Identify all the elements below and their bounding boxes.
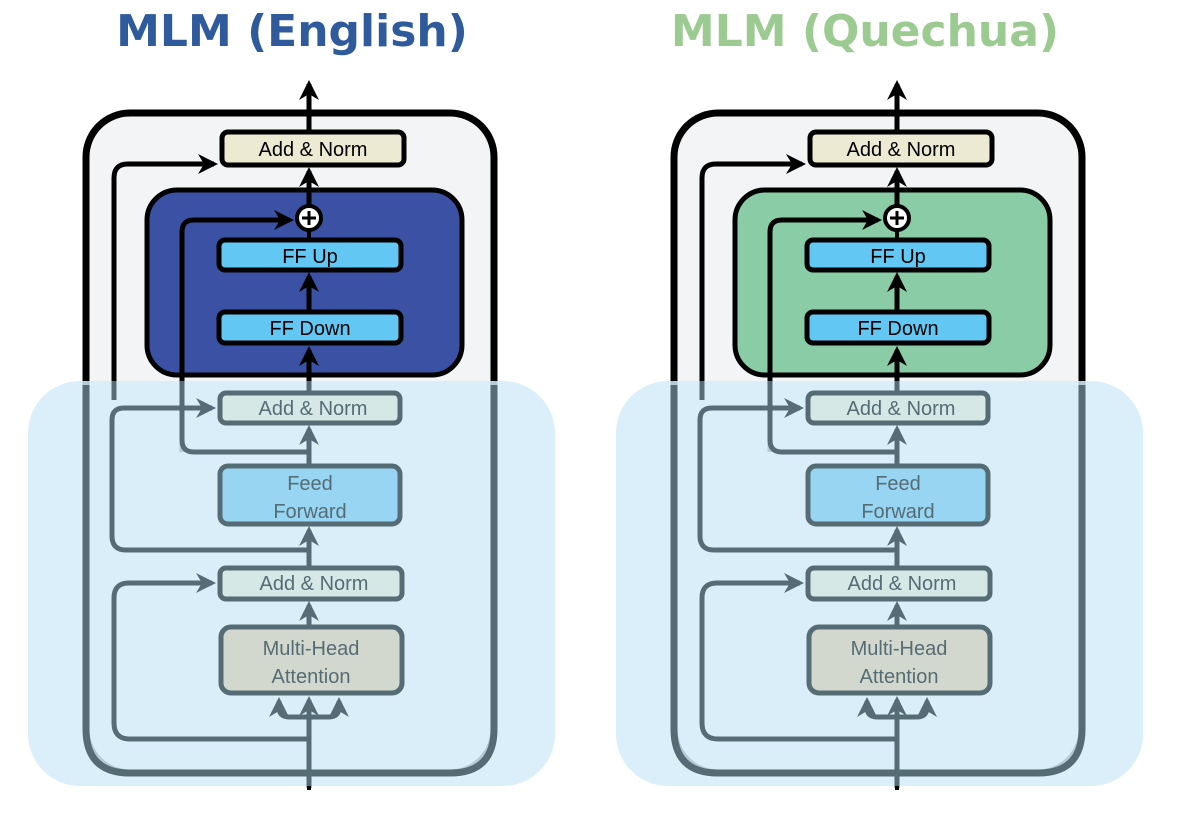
residual-arrow-norm2 [697,398,897,553]
title-mlm-quechua: MLM (Quechua) [670,6,1060,57]
add-norm-2-box [805,390,991,426]
top-add-norm-box [807,129,995,168]
residual-arrow-norm1 [699,573,897,742]
transformer-block-outline-frozen [82,385,498,777]
ff-up-box [216,237,404,273]
add-norm-1-label: Add & Norm [260,573,369,595]
residual-arrow-top [699,154,806,395]
top-add-norm-label: Add & Norm [259,139,368,161]
ff-down-box [804,309,992,346]
residual-arrow-norm2 [109,398,309,553]
mha-label-1: Multi-Head [263,638,360,660]
add-norm-1-box [217,565,405,602]
residual-arrow-top [111,154,218,395]
add-norm-2-label: Add & Norm [259,398,368,420]
feed-forward-label-1: Feed [875,473,921,495]
add-norm-2-box [217,390,403,426]
title-mlm-english: MLM (English) [116,6,468,57]
adapter-skip-origin [767,430,897,455]
attention-input-right-arrow [309,697,349,720]
attention-input-left-arrow [857,697,897,720]
attention-input-right-arrow [897,697,937,720]
adapter-skip-arrow [179,210,294,452]
ff-up-box [804,237,992,273]
top-add-norm-label: Add & Norm [847,139,956,161]
feed-forward-box [805,463,991,527]
feed-forward-label-2: Forward [861,501,934,523]
multi-head-attention-box [218,624,405,696]
adapter-skip-arrow [767,210,882,452]
ff-down-box [216,309,404,346]
top-add-norm-box [219,129,407,168]
adapter-skip-origin [179,430,309,455]
feed-forward-label-1: Feed [287,473,333,495]
transformer-block-outline-frozen [670,385,1086,777]
residual-arrow-norm1 [111,573,309,742]
mha-label-1: Multi-Head [851,638,948,660]
ff-down-label: FF Down [857,318,938,340]
multi-head-attention-box [806,624,993,696]
mha-label-2: Attention [272,666,351,688]
ff-up-label: FF Up [282,246,338,268]
ff-down-label: FF Down [269,318,350,340]
ff-up-label: FF Up [870,246,926,268]
add-norm-1-box [805,565,993,602]
add-norm-1-label: Add & Norm [848,573,957,595]
feed-forward-box [217,463,403,527]
mha-label-2: Attention [860,666,939,688]
attention-input-left-arrow [269,697,309,720]
add-norm-2-label: Add & Norm [847,398,956,420]
feed-forward-label-2: Forward [273,501,346,523]
